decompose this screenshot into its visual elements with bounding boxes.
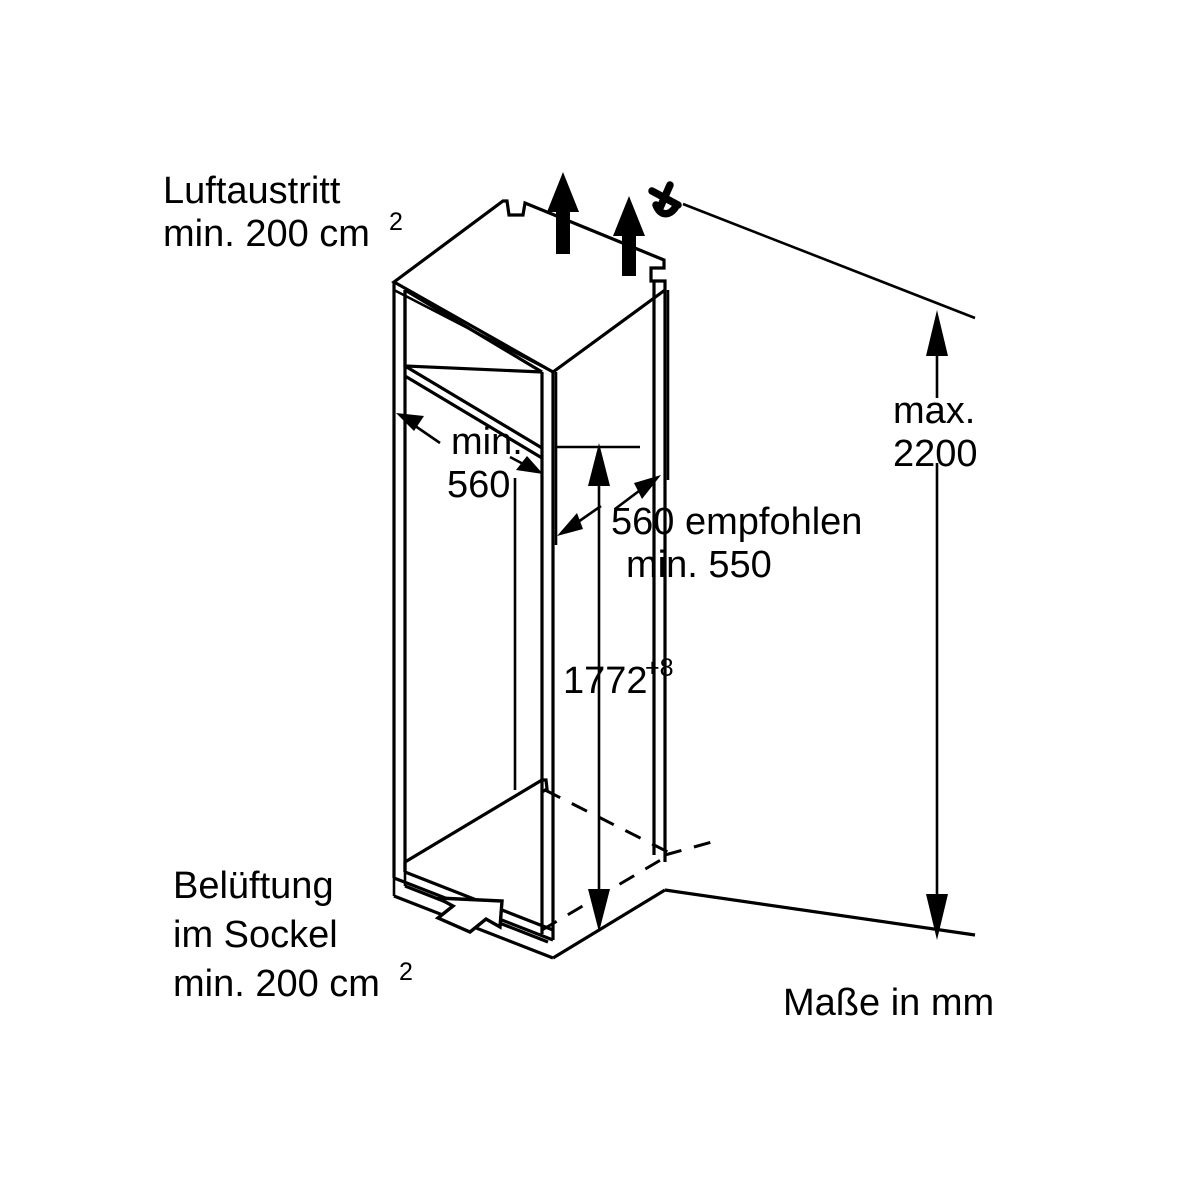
units-label: Maße in mm [783, 982, 994, 1024]
height-dim-arrowhead-bottom [588, 889, 610, 932]
depth-dim-label-line1: 560 empfohlen [611, 501, 862, 543]
air-outlet-label-sup: 2 [389, 208, 403, 236]
cabinet-top-panel [391, 199, 667, 374]
height-dim-tolerance: +8 [645, 654, 674, 682]
max-height-arrowhead-bottom [926, 894, 948, 940]
cabinet-bottom-panel-top [404, 778, 549, 864]
cabinet-upper-shelf-top [404, 288, 543, 374]
max-height-label-line1: max. [893, 390, 975, 432]
air-outlet-arrows [547, 172, 645, 276]
power-socket-symbol-group [648, 181, 976, 320]
socket-extension-line [682, 202, 976, 320]
air-outlet-label-line2: min. 200 cm [163, 213, 370, 255]
plinth-label-line2: im Sockel [173, 914, 338, 956]
floor-line-right [664, 888, 976, 937]
max-height-label-line2: 2200 [893, 433, 978, 475]
width-dim-label-line2: 560 [447, 464, 510, 506]
height-dim-arrowhead-top [588, 443, 610, 486]
dimension-max-height-2200: max. 2200 [893, 310, 978, 940]
depth-dim-label-line2: min. 550 [626, 544, 772, 586]
floor-front-edge [552, 888, 666, 960]
label-units: Maße in mm [783, 982, 994, 1024]
dimension-depth-560-recommended: 560 empfohlen min. 550 [554, 290, 862, 586]
cabinet-shelf-board-front [404, 374, 543, 460]
hidden-bottom-back-edge-c [664, 840, 713, 857]
dimension-height-1772: 1772 +8 [556, 443, 674, 932]
height-dim-label: 1772 [563, 660, 648, 702]
dimension-width-min-560: min. 560 [396, 413, 543, 790]
air-flow-up-arrow-left [547, 172, 579, 254]
hidden-bottom-back-edge-a [544, 788, 669, 854]
plinth-label-line1: Belüftung [173, 865, 334, 907]
depth-dim-arrowhead-upper [634, 475, 661, 499]
max-height-arrowhead-top [926, 310, 948, 356]
plinth-air-flow-arrow [434, 896, 504, 934]
cabinet-shelf-board-top [404, 364, 543, 450]
power-socket-icon [648, 181, 682, 218]
width-dim-label-line1: min. [451, 421, 523, 463]
air-outlet-label-line1: Luftaustritt [163, 170, 341, 212]
width-dim-arrowhead-right [516, 456, 543, 474]
plinth-label-sup: 2 [399, 958, 413, 986]
depth-dim-leader-lower [577, 504, 602, 524]
air-flow-up-arrow-right [613, 196, 645, 276]
depth-dim-arrowhead-lower [557, 513, 583, 536]
plinth-ventilation-arrow-group [434, 896, 504, 934]
label-air-outlet: Luftaustritt min. 200 cm 2 [163, 170, 403, 255]
width-dim-arrowhead-left [396, 413, 424, 431]
label-plinth-ventilation: Belüftung im Sockel min. 200 cm 2 [173, 865, 413, 1005]
plinth-label-line3: min. 200 cm [173, 963, 380, 1005]
depth-dim-leader-upper [614, 489, 640, 511]
